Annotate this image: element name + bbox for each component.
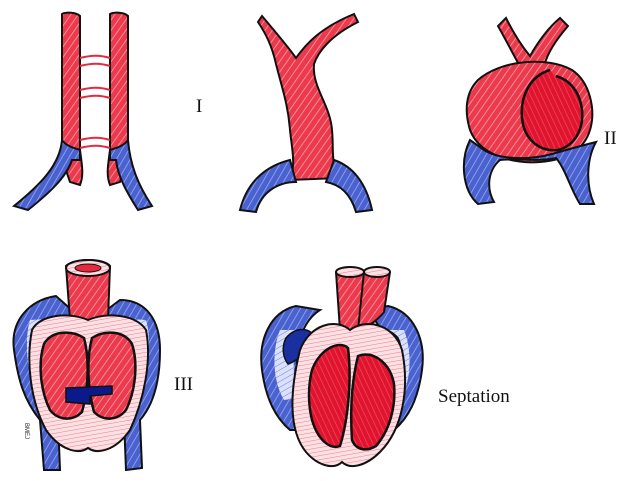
stage-label-ii: II	[604, 128, 617, 150]
stage-label-iii: III	[174, 374, 193, 396]
stage-fused-heart-tube	[240, 14, 372, 212]
stage-label-septation: Septation	[438, 386, 510, 408]
stage-3-chambers	[13, 260, 160, 470]
stage-2-looping	[464, 18, 596, 204]
stage-1-paired-tubes	[14, 13, 152, 210]
stage-septation	[261, 267, 423, 466]
artist-signature: BMEJ	[23, 423, 29, 439]
stage-label-i: I	[196, 96, 202, 118]
